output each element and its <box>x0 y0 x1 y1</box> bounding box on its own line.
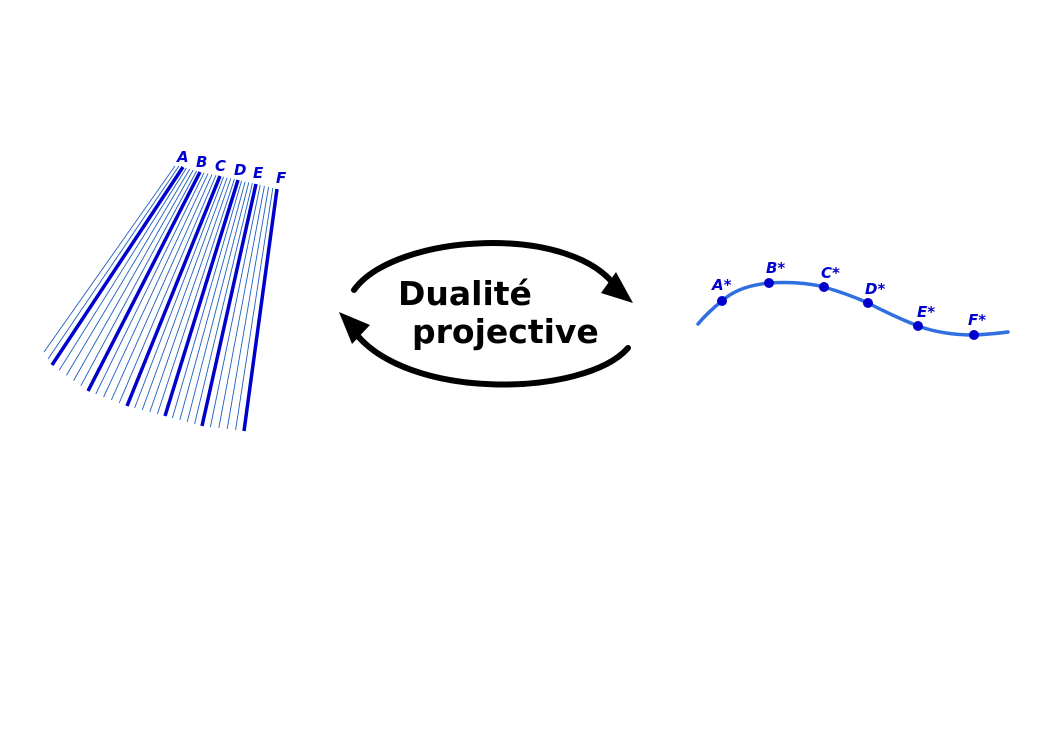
dual-curve-group: A* B* C* D* E* F* <box>696 259 1010 340</box>
dual-curve <box>696 280 1010 337</box>
thin-line-9 <box>118 175 217 404</box>
thin-line-18 <box>209 184 261 428</box>
left-arrowhead <box>339 312 370 344</box>
lower-arrow-arc <box>350 327 631 388</box>
thin-line-8 <box>110 174 213 401</box>
line-label-a: A <box>176 148 189 166</box>
point-label-a-star: A* <box>711 276 732 294</box>
thin-line-4 <box>73 169 194 381</box>
thin-line-7 <box>103 173 209 398</box>
point-label-c-star: C* <box>821 264 840 282</box>
thin-line-5 <box>80 170 197 387</box>
line-A <box>50 166 185 366</box>
thin-line-14 <box>171 180 243 419</box>
line-B <box>86 171 202 392</box>
title-line-2: projective <box>412 312 599 351</box>
line-label-e: E <box>253 164 264 182</box>
title-line-1: Dualité <box>398 274 532 313</box>
thin-line-10 <box>134 176 225 409</box>
thin-line-19 <box>218 185 265 429</box>
thin-line-16 <box>186 182 250 423</box>
thin-line-17 <box>194 183 253 425</box>
point-label-b-star: B* <box>766 259 785 277</box>
line-D <box>163 179 240 417</box>
thin-line-11 <box>141 177 228 411</box>
line-label-f: F <box>276 169 287 187</box>
thin-line-2 <box>58 167 187 371</box>
thin-line-6 <box>95 172 205 395</box>
line-C <box>125 175 222 407</box>
line-labels: A B C D E F <box>176 148 287 187</box>
line-E <box>200 183 258 427</box>
thin-line-13 <box>156 179 235 415</box>
point-b-star <box>764 278 774 288</box>
right-arrowhead <box>601 272 633 303</box>
thin-line-1 <box>47 165 180 360</box>
point-label-d-star: D* <box>865 280 885 298</box>
line-F <box>242 188 279 432</box>
thin-line-12 <box>149 178 232 413</box>
line-family: A B C D E F <box>43 148 287 432</box>
thin-line-0 <box>43 165 176 353</box>
thin-line-21 <box>235 187 274 431</box>
line-label-d: D <box>234 161 246 179</box>
point-a-star <box>717 296 727 306</box>
point-d-star <box>863 298 873 308</box>
upper-arrow-arc <box>351 240 621 293</box>
line-label-c: C <box>215 157 226 175</box>
point-f-star <box>969 330 979 340</box>
thin-line-15 <box>179 181 246 421</box>
point-label-e-star: E* <box>917 303 935 321</box>
labeled-lines <box>50 166 279 432</box>
point-label-f-star: F* <box>968 311 986 329</box>
intermediate-lines <box>43 165 274 431</box>
line-label-b: B <box>196 153 207 171</box>
point-c-star <box>819 282 829 292</box>
thin-line-20 <box>226 186 270 430</box>
point-e-star <box>913 321 923 331</box>
thin-line-3 <box>66 168 191 376</box>
duality-cycle: Dualité projective <box>339 240 633 388</box>
